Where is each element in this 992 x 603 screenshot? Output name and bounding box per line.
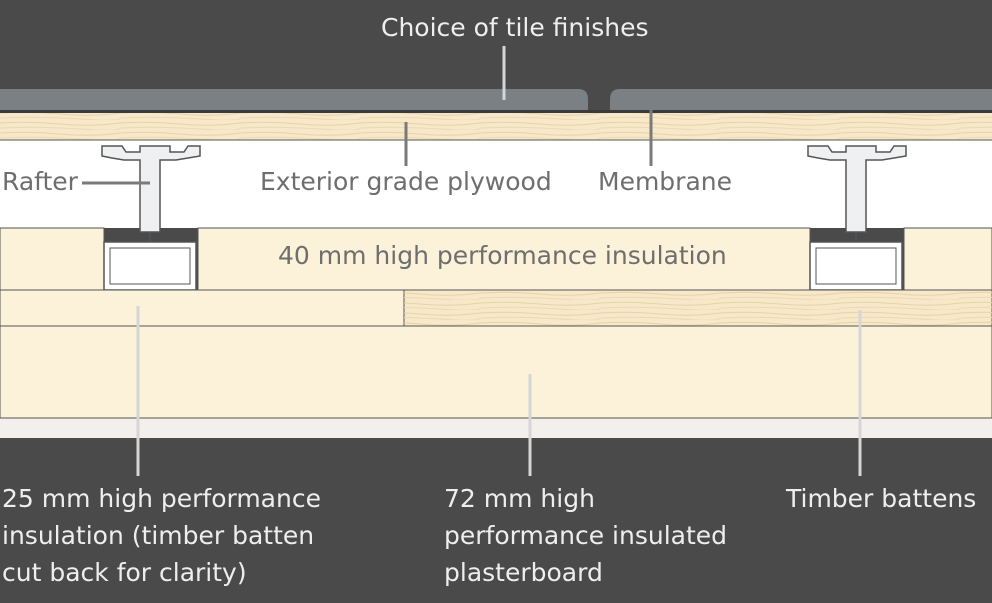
plasterboard-insulation: [0, 325, 992, 419]
insulation-25-label-line-3: cut back for clarity): [2, 558, 247, 587]
tile-finishes-label: Choice of tile finishes: [381, 13, 649, 42]
insulation-40-label: 40 mm high performance insulation: [278, 241, 727, 270]
rafter-label: Rafter: [2, 167, 78, 196]
batten-grain: [404, 290, 992, 326]
plasterboard-72-label-line-2: performance insulated: [444, 521, 728, 550]
plasterboard-face: [0, 418, 992, 438]
rafter-right: [807, 145, 907, 291]
plasterboard-72-label-line-1: 72 mm high: [444, 484, 595, 513]
membrane-layer: [0, 110, 992, 113]
insulation-25-board: [0, 289, 405, 327]
plywood-label: Exterior grade plywood: [260, 167, 552, 196]
plasterboard-72-label: 72 mm high performance insulated plaster…: [444, 480, 727, 591]
tile-right: [610, 89, 992, 110]
plasterboard-72-label-line-3: plasterboard: [444, 558, 603, 587]
tile-left: [0, 89, 588, 110]
timber-battens-label: Timber battens: [786, 484, 977, 513]
insulation-40-board-right: [903, 227, 992, 291]
plywood-grain: [0, 112, 992, 140]
insulation-25-label-line-2: insulation (timber batten: [2, 521, 315, 550]
membrane-label: Membrane: [598, 167, 732, 196]
insulation-25-label: 25 mm high performance insulation (timbe…: [2, 480, 321, 591]
rafter-left: [101, 145, 201, 291]
insulation-25-label-line-1: 25 mm high performance: [2, 484, 321, 513]
insulation-40-board-left: [0, 227, 105, 291]
